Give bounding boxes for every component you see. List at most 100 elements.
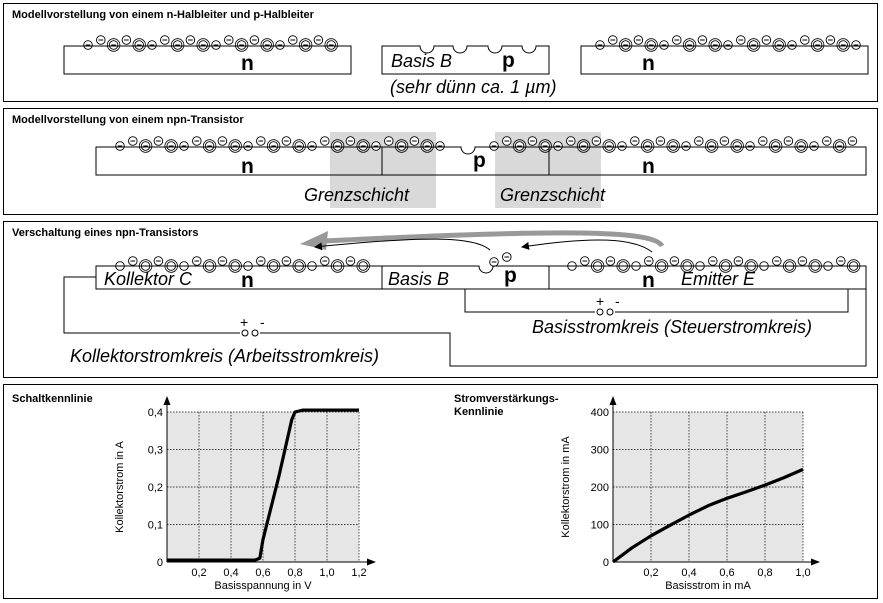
y-tick-label: 0 (157, 557, 163, 569)
electron-icon (243, 141, 253, 151)
electron-icon (527, 136, 538, 146)
electron-icon (822, 136, 832, 146)
electron-icon (797, 256, 808, 266)
electron-icon (345, 256, 356, 266)
n-label-right: n (642, 269, 655, 292)
emitter-electron-arrow (521, 239, 653, 253)
electron-icon (228, 139, 242, 153)
electron-icon (307, 141, 317, 151)
basis-label: Basis B (388, 269, 449, 289)
electron-icon (320, 136, 330, 146)
y-tick-label: 200 (591, 482, 609, 494)
x-tick-label: 0,6 (719, 567, 734, 579)
electron-icon (591, 136, 602, 146)
electron-icon (630, 136, 640, 146)
electron-icon (787, 40, 797, 50)
n-label-right: n (642, 155, 655, 178)
base-terminal-plus (596, 308, 604, 316)
x-axis-label: Basisstrom in mA (665, 580, 751, 592)
electron-flow-arrowhead (300, 231, 328, 250)
electron-icon (746, 38, 761, 52)
y-axis-label: Kollektorstrom in A (114, 440, 126, 532)
electron-icon (847, 136, 858, 146)
p-block (381, 45, 550, 75)
emitter-label: Emitter E (681, 269, 756, 289)
electron-icon (224, 35, 234, 45)
electron-icon (733, 256, 744, 266)
electron-icon (106, 38, 121, 52)
electron-icon (138, 139, 153, 153)
electron-icon (211, 40, 221, 50)
electron-icon (128, 136, 138, 146)
collector-terminal-plus (241, 329, 249, 337)
electron-icon (249, 35, 260, 45)
electron-icon (153, 136, 164, 146)
panel-title: Modellvorstellung von einem n-Halbleiter… (12, 9, 314, 21)
electron-icon (409, 136, 420, 146)
chart-title: Kennlinie (454, 406, 504, 418)
panel-title: Modellvorstellung von einem npn-Transist… (12, 114, 244, 126)
electron-icon (580, 256, 590, 266)
base-circuit-wire-left (464, 289, 595, 313)
n-block-left (63, 45, 352, 75)
electron-icon (761, 35, 772, 45)
electron-icon (192, 256, 202, 266)
x-tick-label: 1,2 (351, 567, 366, 579)
plot-area (613, 412, 803, 562)
electron-icon (196, 38, 210, 52)
electron-icon (538, 139, 552, 153)
collector-label: Kollektor C (104, 269, 193, 289)
electron-icon (313, 35, 324, 45)
n-label-left: n (241, 155, 254, 178)
electron-icon (128, 256, 138, 266)
n-label-right: n (642, 52, 655, 75)
electron-icon (512, 139, 527, 153)
npn-block-outline (95, 146, 867, 176)
electron-icon (330, 139, 345, 153)
electron-icon (153, 256, 164, 266)
y-tick-label: 0,2 (148, 482, 163, 494)
basis-label: Basis B (391, 51, 452, 71)
electron-icon (708, 38, 722, 52)
electron-flow-arrow (323, 230, 665, 248)
electron-icon (602, 139, 616, 153)
electron-icon (566, 136, 576, 146)
electron-icon (836, 256, 846, 266)
electron-icon (772, 256, 782, 266)
x-tick-label: 0,2 (643, 567, 658, 579)
n-block-right (580, 45, 869, 75)
y-tick-label: 0,1 (148, 520, 163, 532)
chart-title: Schaltkennlinie (12, 393, 93, 405)
y-axis-arrowhead (163, 396, 171, 405)
electron-icon (704, 139, 719, 153)
base-plus-sign: + (596, 293, 604, 309)
x-tick-label: 0,6 (255, 567, 270, 579)
base-circuit-label: Basisstromkreis (Steuerstromkreis) (532, 317, 812, 337)
electron-icon (694, 136, 704, 146)
y-tick-label: 300 (591, 445, 609, 457)
electron-icon (281, 256, 292, 266)
electron-icon (435, 141, 445, 151)
electron-icon (164, 139, 178, 153)
electron-icon (217, 256, 228, 266)
electron-icon (192, 136, 202, 146)
electron-icon (275, 40, 285, 50)
series-line (167, 408, 359, 562)
y-tick-label: 400 (591, 407, 609, 419)
electron-icon (298, 38, 313, 52)
y-tick-label: 0 (603, 557, 609, 569)
electron-icon (324, 38, 338, 52)
electron-icon (617, 141, 627, 151)
electron-icon (420, 139, 434, 153)
electron-icon (618, 38, 633, 52)
electron-icon (605, 256, 616, 266)
electron-icon (825, 35, 836, 45)
electron-icon (217, 136, 228, 146)
collector-plus-sign: + (240, 314, 248, 330)
electron-icon (96, 35, 106, 45)
base-circuit-wire-right (615, 289, 849, 313)
electron-icon (132, 38, 146, 52)
electron-icon (768, 139, 783, 153)
electron-icon (160, 35, 170, 45)
